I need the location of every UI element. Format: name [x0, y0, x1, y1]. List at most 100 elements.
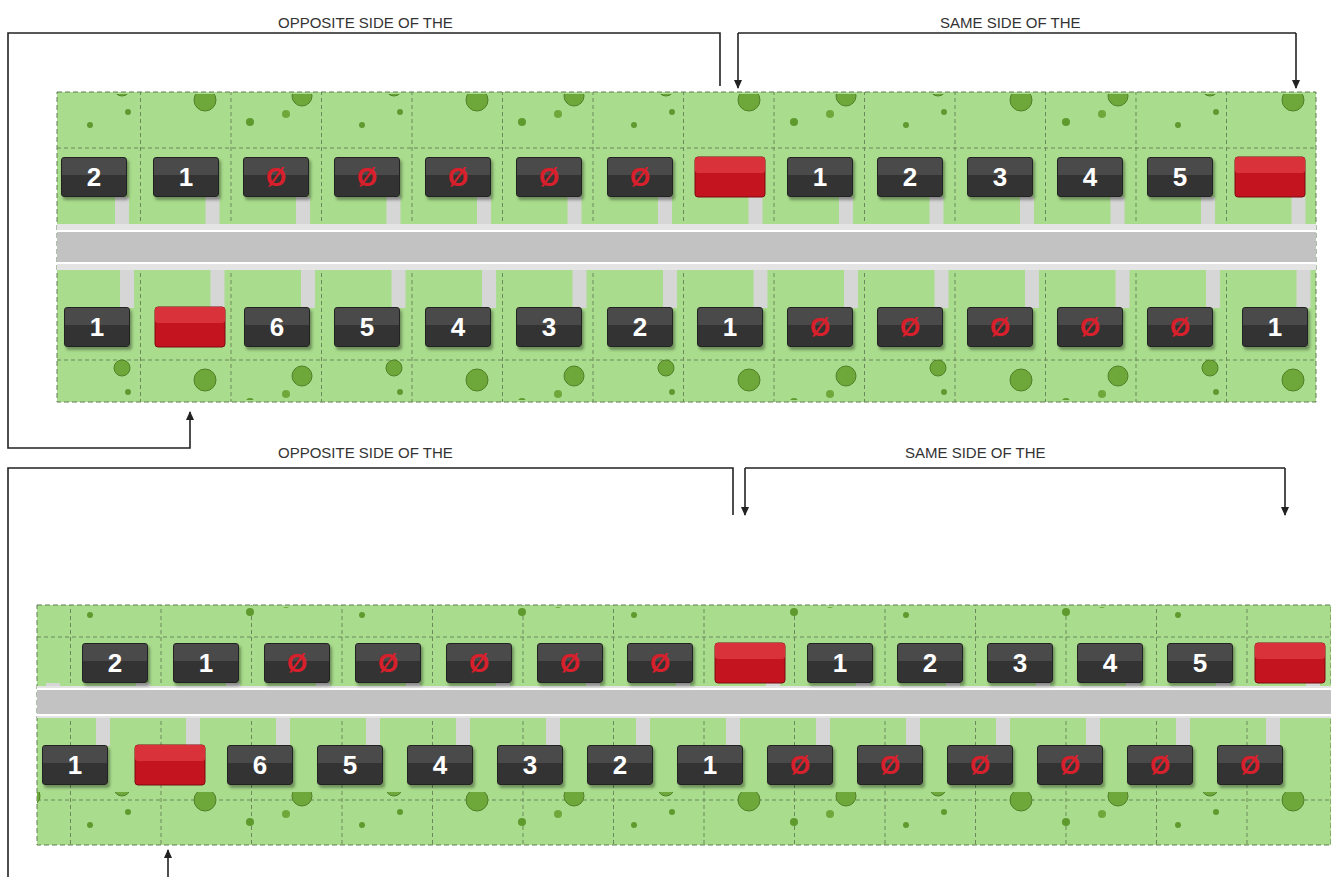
house-number-box: 5 [1147, 157, 1213, 197]
house-number-box: Ø [857, 745, 923, 785]
house-number-box: Ø [537, 643, 603, 683]
house-number: Ø [1060, 752, 1080, 778]
house-number: Ø [1240, 752, 1260, 778]
house-number-box: Ø [877, 307, 943, 347]
house-number-box: Ø [243, 157, 309, 197]
house-number-box: 2 [82, 643, 148, 683]
bracket-label: SAME SIDE OF THE [902, 445, 1049, 460]
house-number: 3 [542, 314, 556, 340]
house-number-box: 4 [425, 307, 491, 347]
house-number: Ø [378, 650, 398, 676]
house-number-box: 3 [967, 157, 1033, 197]
house-number: 1 [703, 752, 717, 778]
house-number: 2 [633, 314, 647, 340]
house-number: 3 [1013, 650, 1027, 676]
house-number: 2 [923, 650, 937, 676]
house-number-box: 4 [1077, 643, 1143, 683]
house-number-box: Ø [1217, 745, 1283, 785]
house-number: 2 [903, 164, 917, 190]
house-number: 1 [813, 164, 827, 190]
house-number-box: 1 [153, 157, 219, 197]
house-number: Ø [287, 650, 307, 676]
house-number: 2 [613, 752, 627, 778]
house-number: Ø [1080, 314, 1100, 340]
house-number: Ø [650, 650, 670, 676]
house-number: Ø [1150, 752, 1170, 778]
house-number: Ø [630, 164, 650, 190]
house-number-box: 2 [877, 157, 943, 197]
house-number-box: Ø [334, 157, 400, 197]
house-number-box: Ø [355, 643, 421, 683]
house-number: Ø [970, 752, 990, 778]
house-number-box: Ø [1127, 745, 1193, 785]
house-number: Ø [539, 164, 559, 190]
house-number: Ø [790, 752, 810, 778]
house-number: Ø [990, 314, 1010, 340]
house-number-box: 6 [244, 307, 310, 347]
house-number-box: 1 [42, 745, 108, 785]
house-number-box: Ø [1057, 307, 1123, 347]
house-number-box: Ø [264, 643, 330, 683]
house-number-box: 2 [897, 643, 963, 683]
house-number-box: 5 [334, 307, 400, 347]
house-number: 1 [1268, 314, 1282, 340]
house-number-box: 3 [987, 643, 1053, 683]
house-number: 1 [68, 752, 82, 778]
house-number: Ø [810, 314, 830, 340]
house-number-box: Ø [446, 643, 512, 683]
house-number-box: Ø [947, 745, 1013, 785]
house-number-box: 1 [64, 307, 130, 347]
house-number-box: 2 [61, 157, 127, 197]
house-number: Ø [900, 314, 920, 340]
house-number: 5 [1193, 650, 1207, 676]
house-number: 1 [90, 314, 104, 340]
house-number: 4 [1103, 650, 1117, 676]
house-number-box: Ø [767, 745, 833, 785]
house-number: 3 [523, 752, 537, 778]
house-number-box: 3 [516, 307, 582, 347]
house-number: 1 [723, 314, 737, 340]
house-number: Ø [448, 164, 468, 190]
house-number: 2 [108, 650, 122, 676]
house-number: 4 [1083, 164, 1097, 190]
house-number: Ø [357, 164, 377, 190]
house-number-box: Ø [425, 157, 491, 197]
house-number: Ø [1170, 314, 1190, 340]
house-number-box: 1 [807, 643, 873, 683]
house-number: 5 [1173, 164, 1187, 190]
house-number: 4 [451, 314, 465, 340]
house-number: Ø [469, 650, 489, 676]
house-number: 1 [833, 650, 847, 676]
house-number-box: 1 [787, 157, 853, 197]
bracket-label: OPPOSITE SIDE OF THE [275, 445, 456, 460]
house-number: 2 [87, 164, 101, 190]
bracket-label: OPPOSITE SIDE OF THE [275, 15, 456, 30]
house-number-box: Ø [627, 643, 693, 683]
house-number-box: 2 [607, 307, 673, 347]
house-number-box: Ø [1037, 745, 1103, 785]
house-number-box: 2 [587, 745, 653, 785]
house-number: 1 [199, 650, 213, 676]
house-number-box: 3 [497, 745, 563, 785]
house-number-box: Ø [516, 157, 582, 197]
house-number: 5 [360, 314, 374, 340]
house-number-box: Ø [607, 157, 673, 197]
house-number-box: 1 [1242, 307, 1308, 347]
house-number-box: Ø [967, 307, 1033, 347]
house-number-box: Ø [787, 307, 853, 347]
house-number: 3 [993, 164, 1007, 190]
house-number-box: 1 [697, 307, 763, 347]
house-number: 6 [270, 314, 284, 340]
house-number: Ø [880, 752, 900, 778]
house-number: Ø [266, 164, 286, 190]
house-number: Ø [560, 650, 580, 676]
bracket-label: SAME SIDE OF THE [937, 15, 1084, 30]
house-number: 1 [179, 164, 193, 190]
house-number-box: 4 [1057, 157, 1123, 197]
house-number-box: Ø [1147, 307, 1213, 347]
house-number-box: 1 [677, 745, 743, 785]
house-number: 4 [433, 752, 447, 778]
house-number-box: 5 [1167, 643, 1233, 683]
house-number-box: 4 [407, 745, 473, 785]
